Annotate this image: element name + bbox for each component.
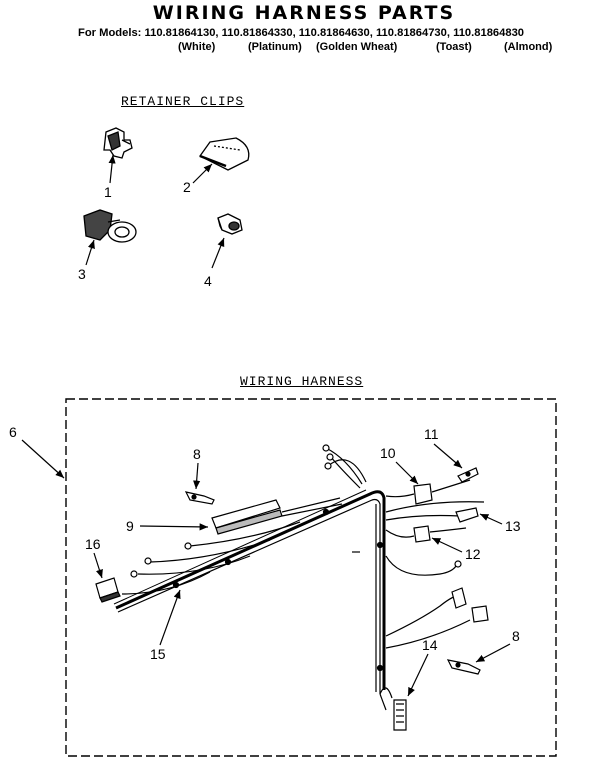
harness-boundary (65, 398, 557, 757)
leader-13 (479, 513, 503, 525)
leader-10 (395, 461, 419, 485)
color-golden-wheat: (Golden Wheat) (316, 41, 398, 53)
callout-4: 4 (204, 273, 212, 289)
leader-1 (108, 154, 116, 184)
wiring-harness-heading: WIRING HARNESS (240, 374, 364, 389)
callout-2: 2 (183, 179, 191, 195)
leader-12 (431, 537, 463, 553)
color-white: (White) (178, 41, 216, 53)
leader-4 (211, 237, 225, 269)
leader-6 (21, 439, 65, 479)
retainer-clip-4 (217, 213, 243, 235)
leader-8a (193, 462, 201, 490)
leader-14 (407, 653, 429, 697)
models-line: For Models: 110.81864130, 110.81864330, … (78, 27, 525, 39)
leader-16 (93, 552, 103, 579)
callout-15: 15 (150, 646, 166, 662)
retainer-clips-heading: RETAINER CLIPS (121, 94, 245, 109)
leader-15 (159, 589, 181, 646)
callout-6: 6 (9, 424, 17, 440)
callout-12: 12 (465, 546, 481, 562)
leader-8b (475, 643, 511, 663)
retainer-clip-3 (83, 209, 137, 243)
retainer-clip-1 (103, 127, 133, 159)
callout-14: 14 (422, 637, 438, 653)
color-almond: (Almond) (504, 41, 553, 53)
callout-11: 11 (424, 426, 439, 442)
color-toast: (Toast) (436, 41, 472, 53)
color-platinum: (Platinum) (248, 41, 302, 53)
retainer-clip-2 (199, 137, 250, 171)
callout-1: 1 (104, 184, 112, 200)
wiring-harness (95, 444, 489, 731)
callout-8b: 8 (512, 628, 520, 644)
leader-9 (139, 523, 209, 531)
leader-3 (85, 239, 95, 266)
callout-8a: 8 (193, 446, 201, 462)
leader-11 (433, 443, 463, 469)
callout-10: 10 (380, 445, 396, 461)
callout-3: 3 (78, 266, 86, 282)
page-title: WIRING HARNESS PARTS (152, 2, 456, 24)
callout-9: 9 (126, 518, 134, 534)
callout-13: 13 (505, 518, 521, 534)
leader-2 (192, 163, 213, 184)
callout-16: 16 (85, 536, 101, 552)
